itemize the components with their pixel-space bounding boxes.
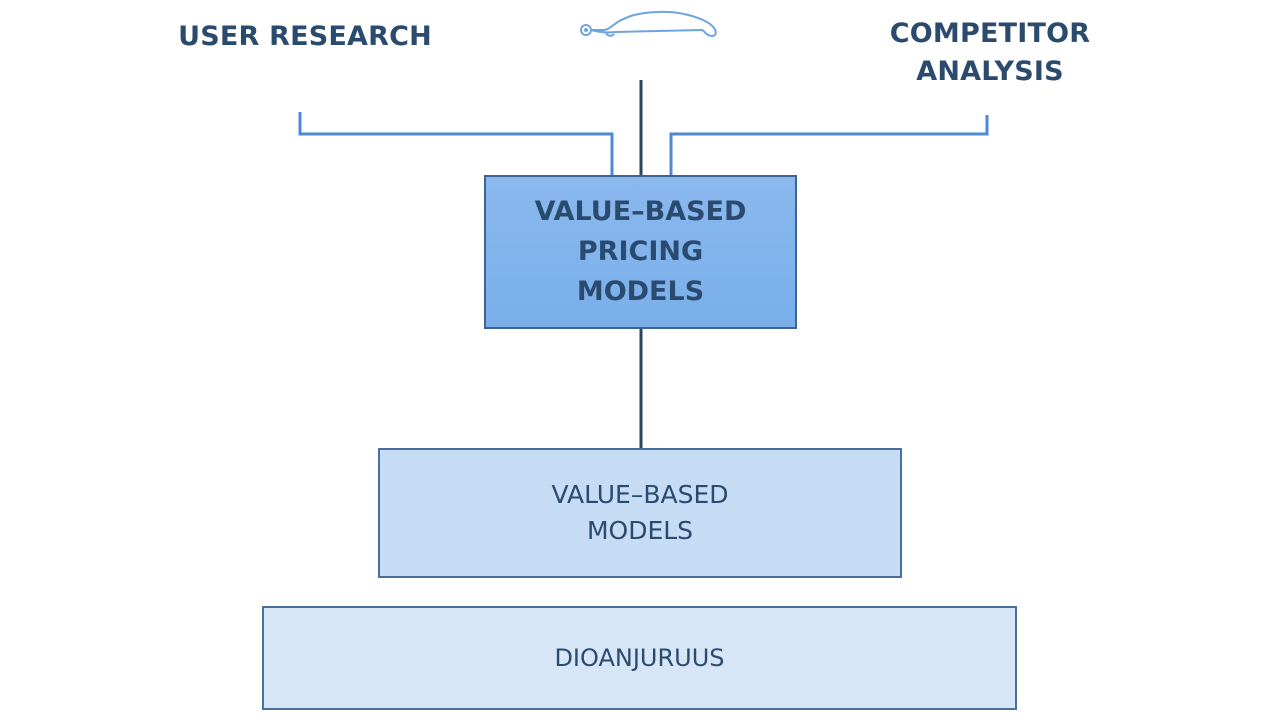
user-research-label: USER RESEARCH xyxy=(178,21,432,52)
middle-box-label: VALUE–BASED MODELS xyxy=(551,480,729,545)
base-box-label: DIOANJURUUS xyxy=(554,644,725,672)
connector-competitor-analysis xyxy=(669,115,989,175)
value-based-pricing-models-box: VALUE–BASED PRICING MODELS xyxy=(484,175,797,329)
main-box-label: VALUE–BASED PRICING MODELS xyxy=(534,196,747,307)
car-icon xyxy=(580,10,717,37)
connector-user-research xyxy=(298,112,614,175)
competitor-analysis-label: COMPETITOR ANALYSIS xyxy=(889,18,1091,87)
value-based-models-box: VALUE–BASED MODELS xyxy=(378,448,902,578)
base-box: DIOANJURUUS xyxy=(262,606,1017,710)
